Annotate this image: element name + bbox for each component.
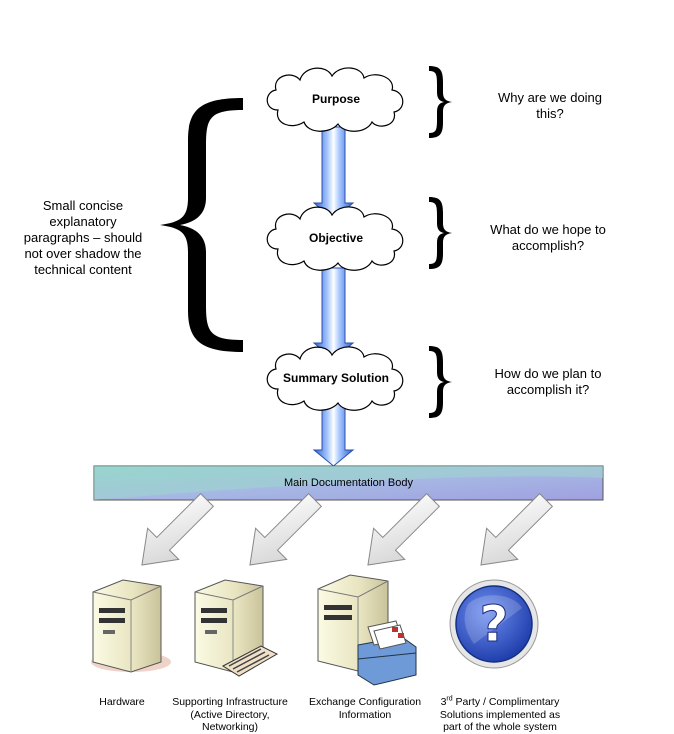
- main-documentation-bar: [93, 465, 604, 501]
- component-label-line: 3rd Party / Complimentary: [430, 696, 570, 709]
- component-label-line: Hardware: [99, 696, 145, 708]
- cloud-label-purpose: Purpose: [311, 92, 360, 106]
- question-summary-solution: How do we plan to accomplish it?: [466, 366, 630, 398]
- small-brace-2: [429, 197, 452, 269]
- component-label-line: Supporting Infrastructure: [172, 696, 288, 708]
- gray-arrow-1: [141, 492, 215, 566]
- cloud-summary-solution: [266, 346, 404, 411]
- gray-arrow-2: [249, 492, 323, 566]
- gray-arrow-4: [480, 492, 554, 566]
- question-line: this?: [536, 106, 564, 121]
- large-brace: [160, 98, 243, 352]
- down-arrow-1: [312, 126, 355, 221]
- component-label-third-party: 3rd Party / Complimentary Solutions impl…: [430, 696, 570, 734]
- component-label-line: Exchange Configuration: [308, 696, 422, 708]
- component-label-line: Solutions implemented as: [439, 708, 561, 721]
- left-note: Small concise explanatory paragraphs – s…: [8, 198, 158, 278]
- cloud-objective: [266, 206, 404, 271]
- component-label-line: Networking): [201, 721, 259, 733]
- ordinal-suffix: rd: [446, 695, 453, 703]
- question-line: Why are we doing: [497, 90, 603, 105]
- component-label-line: (Active Directory,: [190, 708, 270, 721]
- question-purpose: Why are we doing this?: [470, 90, 630, 122]
- cloud-purpose: [266, 67, 404, 132]
- left-note-line: technical content: [34, 262, 132, 277]
- question-line: What do we hope to: [490, 222, 606, 237]
- svg-text:?: ?: [479, 595, 508, 653]
- left-note-line: explanatory: [49, 214, 117, 229]
- component-label-text: Party / Complimentary: [452, 696, 560, 708]
- question-mark-icon: ?: [449, 579, 539, 669]
- server-keyboard-icon: [194, 579, 279, 677]
- main-documentation-body-label: Main Documentation Body: [283, 477, 413, 489]
- left-note-line: Small concise: [42, 198, 124, 213]
- component-label-exchange: Exchange Configuration Information: [300, 696, 430, 721]
- ordinal-number: 3: [440, 696, 447, 708]
- question-line: accomplish it?: [506, 382, 590, 397]
- server-icon: [91, 579, 171, 673]
- component-label-hardware: Hardware: [72, 696, 172, 709]
- left-note-line: paragraphs – should: [23, 230, 143, 245]
- question-line: How do we plan to: [494, 366, 602, 381]
- component-label-line: part of the whole system: [443, 721, 557, 733]
- gray-arrow-3: [367, 492, 441, 566]
- left-note-line: not over shadow the: [24, 246, 142, 261]
- down-arrow-2: [312, 267, 355, 361]
- component-label-infrastructure: Supporting Infrastructure (Active Direct…: [160, 696, 300, 734]
- question-objective: What do we hope to accomplish?: [466, 222, 630, 254]
- component-label-line: Information: [338, 708, 392, 721]
- small-brace-3: [429, 346, 452, 418]
- cloud-label-objective: Objective: [308, 231, 364, 245]
- cloud-label-summary-solution: Summary Solution: [282, 371, 389, 385]
- small-brace-1: [429, 66, 452, 138]
- server-mail-icon: [317, 574, 417, 686]
- question-line: accomplish?: [511, 238, 585, 253]
